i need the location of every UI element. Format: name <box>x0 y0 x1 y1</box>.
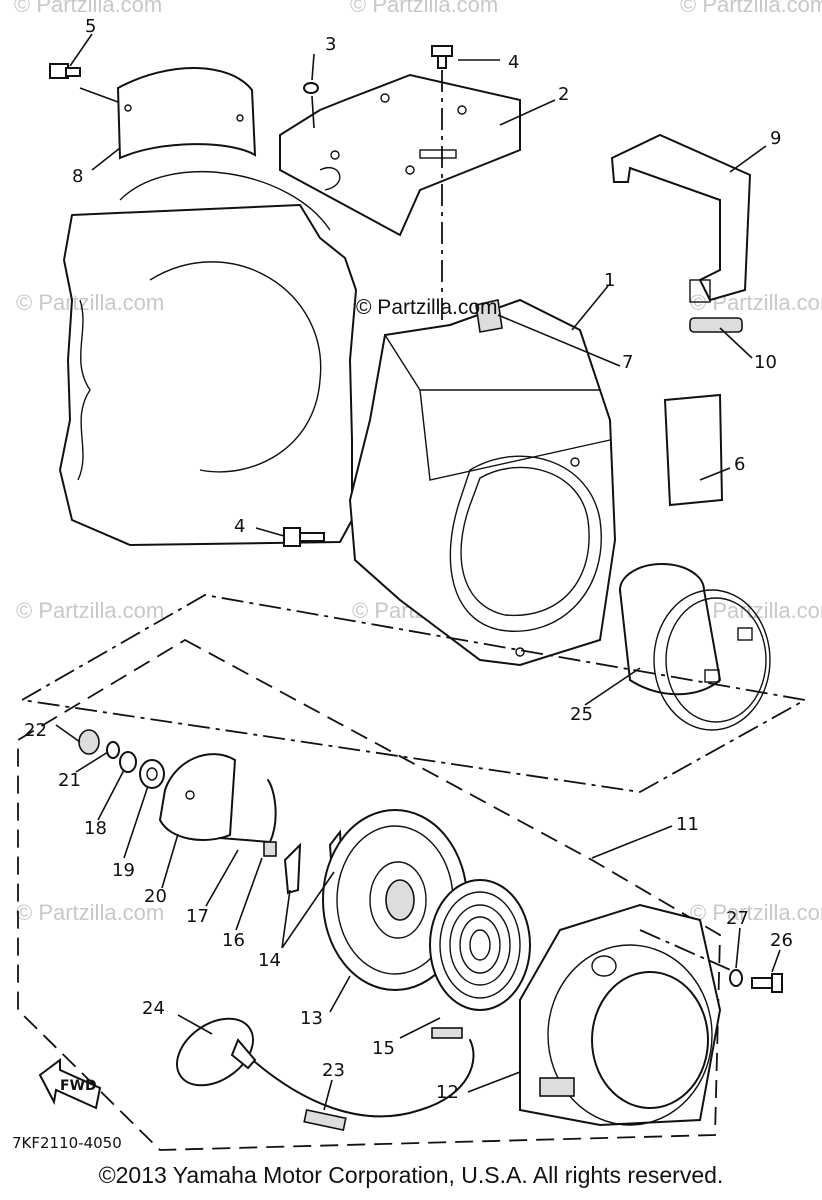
watermark-text: © Partzilla.com <box>690 598 822 623</box>
part-3-washer <box>303 82 319 94</box>
part-25-guide <box>619 563 771 731</box>
callout-24: 24 <box>142 998 165 1019</box>
part-4-bolt-top <box>431 45 453 69</box>
part-9-bracket <box>610 133 752 302</box>
part-6-plate <box>663 393 724 507</box>
callout-19: 19 <box>112 860 135 881</box>
part-23-rope <box>254 1039 475 1118</box>
callout-22: 22 <box>24 720 47 741</box>
watermark-text: © Partzilla.com <box>680 0 822 17</box>
watermark-text: © Partzilla.com <box>690 900 822 925</box>
part-19-washer <box>139 759 165 789</box>
callout-21: 21 <box>58 770 81 791</box>
callout-20: 20 <box>144 886 167 907</box>
callout-1: 1 <box>604 270 616 291</box>
engine-flywheel-outline <box>149 261 322 473</box>
part-5-bolt <box>49 63 81 79</box>
watermark-text: © Partzilla.com <box>16 290 165 315</box>
callout-17: 17 <box>186 906 209 927</box>
part-24-handle <box>176 1017 257 1087</box>
part-4-bolt-side <box>283 527 325 547</box>
diagram-code: 7KF2110-4050 <box>12 1134 122 1152</box>
part-27-washer <box>729 969 743 987</box>
part-18-washer <box>119 751 137 773</box>
part-7-label <box>475 299 503 333</box>
housing-fan-opening <box>449 455 602 632</box>
watermark-text: © Partzilla.com <box>350 0 499 17</box>
callout-10: 10 <box>754 352 777 373</box>
callout-5: 5 <box>85 16 97 37</box>
fwd-label: FWD <box>60 1078 97 1094</box>
part-16-spring <box>263 841 277 857</box>
copyright-notice: ©2013 Yamaha Motor Corporation, U.S.A. A… <box>98 1162 724 1188</box>
engine-outline <box>59 204 357 546</box>
part-1-housing <box>348 298 617 667</box>
callout-13: 13 <box>300 1008 323 1029</box>
part-26-bolt <box>751 973 783 993</box>
callout-18: 18 <box>84 818 107 839</box>
callout-25: 25 <box>570 704 593 725</box>
callout-7: 7 <box>622 352 634 373</box>
part-14-pawl <box>283 842 302 895</box>
fwd-arrow <box>38 1058 102 1110</box>
callout-11: 11 <box>676 814 699 835</box>
part-21-washer <box>106 741 120 759</box>
callout-2: 2 <box>558 84 570 105</box>
callout-14: 14 <box>258 950 281 971</box>
callout-12: 12 <box>436 1082 459 1103</box>
callout-26: 26 <box>770 930 793 951</box>
callout-8: 8 <box>72 166 84 187</box>
part-15-spring <box>429 879 531 1011</box>
callout-3: 3 <box>325 34 337 55</box>
part-10-cushion <box>689 317 743 333</box>
assembly-11-outline <box>17 638 721 1151</box>
callout-4-top: 4 <box>508 52 520 73</box>
callout-16: 16 <box>222 930 245 951</box>
part-2-shroud <box>279 73 521 237</box>
callout-15: 15 <box>372 1038 395 1059</box>
watermark-text: © Partzilla.com <box>16 900 165 925</box>
part-12-case <box>431 903 722 1127</box>
engine-flywheel-outline <box>119 171 331 231</box>
callout-4-side: 4 <box>234 516 246 537</box>
callout-27: 27 <box>726 908 749 929</box>
watermark-text: © Partzilla.com <box>16 598 165 623</box>
part-20-plate <box>158 753 237 841</box>
assembly-outline <box>19 594 808 793</box>
callout-9: 9 <box>770 128 782 149</box>
part-8-cover <box>116 67 257 160</box>
callout-23: 23 <box>322 1060 345 1081</box>
watermark-text: © Partzilla.com <box>14 0 163 17</box>
center-watermark: © Partzilla.com <box>356 296 498 319</box>
callout-6: 6 <box>734 454 746 475</box>
part-22-nut <box>78 729 100 755</box>
